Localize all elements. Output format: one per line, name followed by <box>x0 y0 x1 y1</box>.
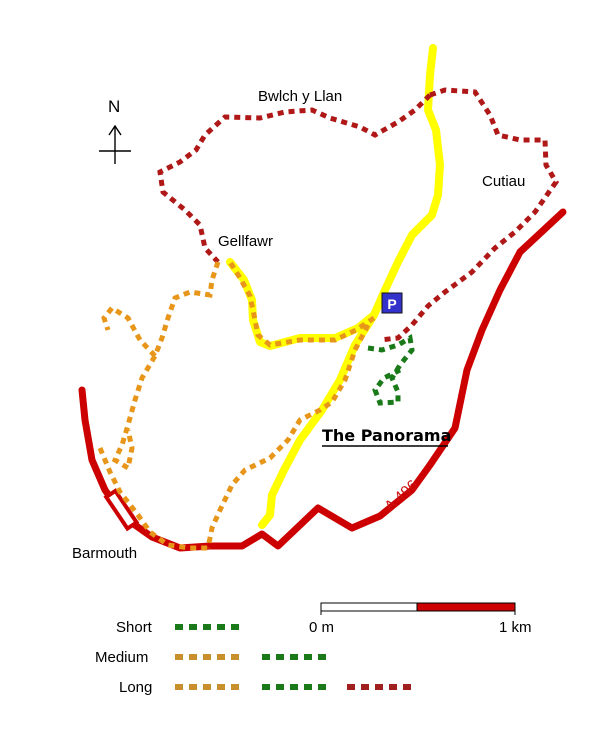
label-bwlch-y-llan: Bwlch y Llan <box>258 88 342 105</box>
long-route-loop <box>379 87 559 343</box>
medium-route-west <box>111 261 221 473</box>
label-gellfawr: Gellfawr <box>218 233 273 250</box>
legend-short-label: Short <box>116 619 153 636</box>
long-route-north <box>157 93 432 264</box>
label-cutiau: Cutiau <box>482 173 525 190</box>
north-arrow: N <box>99 97 131 164</box>
legend-long-label: Long <box>119 679 152 696</box>
label-barmouth: Barmouth <box>72 545 137 562</box>
medium-route-ridge <box>227 260 376 348</box>
mountain-lane <box>258 44 444 529</box>
medium-route-spur <box>101 304 157 358</box>
legend-medium-label: Medium <box>95 649 148 666</box>
medium-route-descent <box>205 323 371 549</box>
label-the-panorama: The Panorama <box>322 426 451 445</box>
scale-end-label: 1 km <box>499 619 532 636</box>
road-a496 <box>78 208 567 552</box>
parking-marker: P <box>381 292 403 314</box>
scale-bar: 0 m 1 km <box>309 602 532 636</box>
parking-label: P <box>387 296 396 312</box>
scale-start-label: 0 m <box>309 619 334 636</box>
north-label: N <box>108 97 120 116</box>
legend: Short Medium Long <box>95 619 415 696</box>
short-route <box>367 334 415 406</box>
barmouth-town-block <box>103 488 140 532</box>
